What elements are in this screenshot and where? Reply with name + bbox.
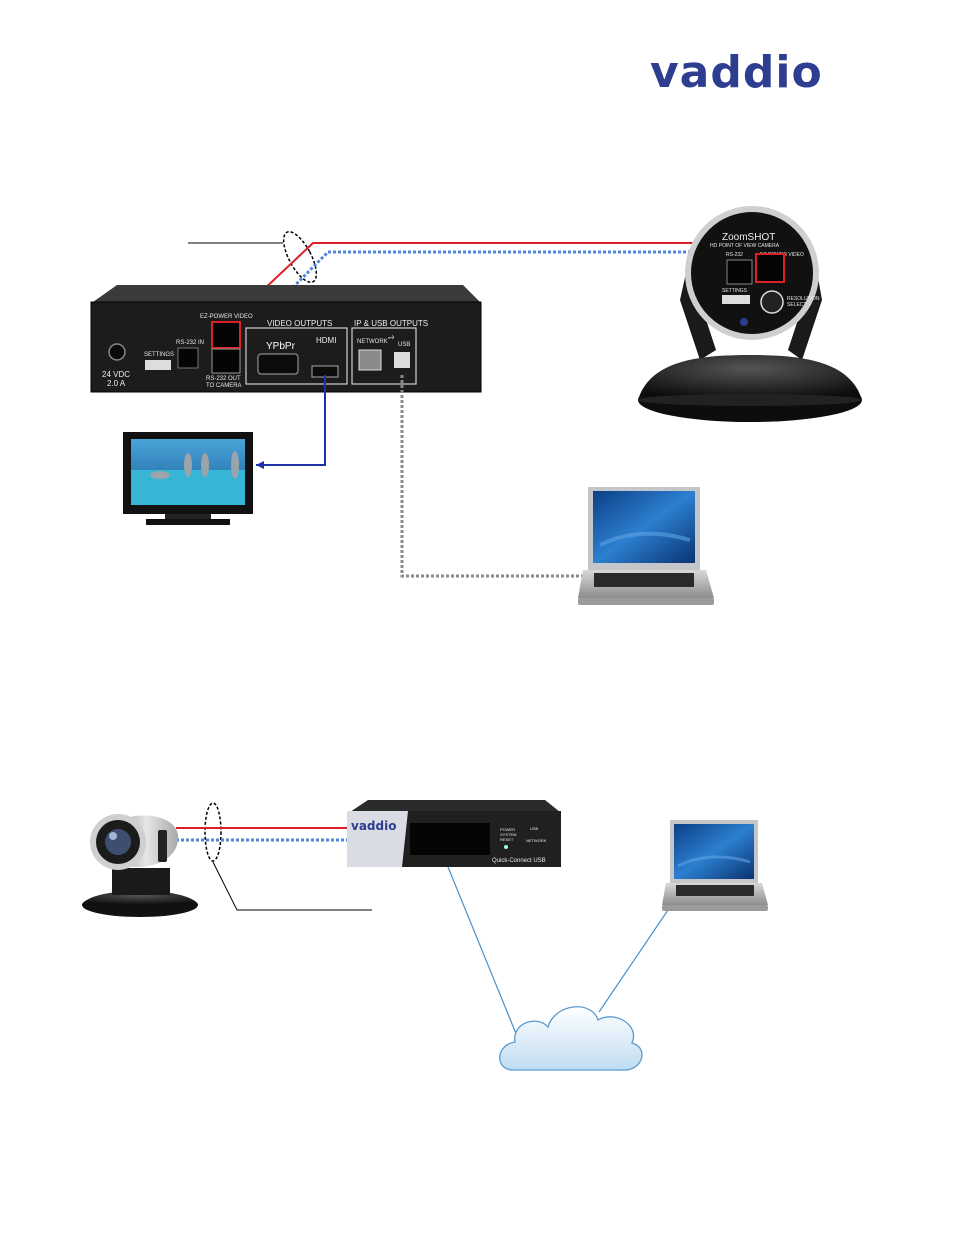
resolution-label-1: RESOLUTION [787, 296, 820, 302]
qc-model-label: Quick-Connect USB [492, 858, 546, 864]
camera-rs232-port [726, 259, 753, 285]
bottom-cable-callout [204, 802, 372, 911]
camera-logo-dot [740, 318, 748, 326]
power-current-label: 2.0 A [107, 379, 126, 388]
hdmi-cable [256, 375, 326, 466]
video-outputs-group [245, 327, 348, 385]
qc-power-label: POWER [500, 827, 515, 832]
power-voltage-label: 24 VDC [102, 370, 130, 379]
qc-usb-label: USB [530, 826, 539, 831]
ip-usb-outputs-label: IP & USB OUTPUTS [354, 319, 428, 328]
network-cloud [499, 1006, 643, 1071]
dip-switches [145, 360, 171, 370]
hdmi-label: HDMI [316, 336, 336, 345]
rs232-out-label: RS-232 OUT [206, 376, 241, 382]
network-line-cloud-to-laptop [598, 909, 669, 1013]
rs232-out-port [211, 348, 241, 374]
power-jack [108, 343, 126, 361]
cable-bundle-callout [188, 230, 318, 284]
ip-usb-group [351, 327, 417, 385]
camera-ez-power-port [755, 253, 785, 283]
ez-power-video-label: EZ-POWER VIDEO [200, 314, 253, 320]
resolution-select-dial [760, 290, 784, 314]
interface-box: 24 VDC 2.0 A SETTINGS RS-232 IN EZ-POWER… [90, 285, 482, 393]
usb-cable [400, 375, 584, 578]
qc-network-label: NETWORK [526, 838, 547, 843]
vaddio-logo-text: vaddio [650, 47, 823, 98]
camera-subtitle: HD POINT OF VIEW CAMERA [710, 243, 780, 249]
laptop-bottom [662, 820, 768, 911]
usb-port [394, 352, 410, 368]
to-camera-label: TO CAMERA [206, 383, 242, 389]
rs232-in-label: RS-232 IN [176, 340, 204, 346]
camera-name: ZoomSHOT [722, 232, 775, 243]
display-monitor [123, 432, 253, 525]
network-port [358, 349, 382, 371]
settings-label: SETTINGS [144, 352, 174, 358]
zoomshot-camera: ZoomSHOT HD POINT OF VIEW CAMERA RS-232 … [638, 206, 862, 422]
quick-connect-brand: vaddio [351, 819, 396, 833]
network-label: NETWORK [357, 339, 388, 345]
quick-connect-front-window [410, 823, 490, 855]
qc-reset-label: RESET [500, 837, 514, 842]
hdmi-cable-arrowhead [256, 461, 264, 469]
usb-label: USB [398, 342, 410, 348]
camera-dip-switches [722, 295, 750, 304]
laptop-top [578, 487, 714, 605]
camera-rs232-label: RS-232 [726, 252, 743, 258]
ptz-camera [82, 814, 198, 917]
qc-status-led [504, 845, 508, 849]
quick-connect-usb: vaddio POWER SYSTEM RESET USB NETWORK Qu… [347, 800, 561, 867]
resolution-label-2: SELECT [787, 302, 806, 308]
ypbpr-port [257, 353, 299, 375]
camera-settings-label: SETTINGS [722, 288, 748, 294]
ez-power-video-port [211, 321, 241, 349]
rs232-in-port [177, 347, 199, 369]
usb-icon: ⭌ [388, 332, 395, 341]
vaddio-logo: vaddio [650, 48, 880, 98]
qc-system-label: SYSTEM [500, 832, 516, 837]
ypbpr-label: YPbPr [266, 341, 296, 352]
video-outputs-label: VIDEO OUTPUTS [267, 319, 332, 328]
network-line-qc-to-cloud [447, 866, 518, 1037]
